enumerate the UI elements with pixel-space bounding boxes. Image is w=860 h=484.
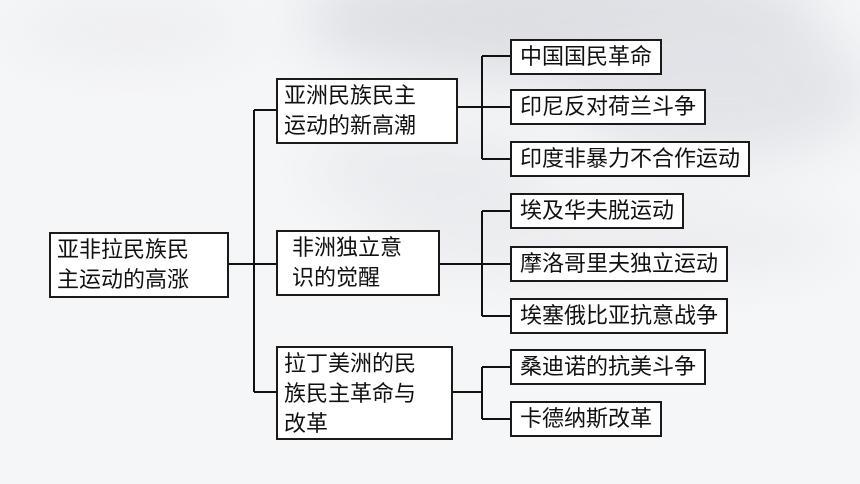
branch-node-latin-america: 拉丁美洲的民 族民主革命与 改革 <box>276 346 453 440</box>
branch-node-asia: 亚洲民族民主 运动的新高潮 <box>276 78 458 144</box>
branch-asia-line-1: 亚洲民族民主 <box>284 84 417 109</box>
branch-africa-line-2: 识的觉醒 <box>292 266 381 291</box>
branch-node-africa: 非洲独立意 识的觉醒 <box>276 230 440 296</box>
branch-asia-line-2: 运动的新高潮 <box>284 114 417 139</box>
branch-latam-line-3: 改革 <box>284 412 329 437</box>
leaf-node: 印尼反对荷兰斗争 <box>510 89 707 125</box>
root-line-1: 亚非拉民族民 <box>57 238 190 263</box>
root-node: 亚非拉民族民 主运动的高涨 <box>49 232 229 298</box>
leaf-node: 印度非暴力不合作运动 <box>510 141 751 177</box>
branch-latam-line-2: 族民主革命与 <box>284 382 417 407</box>
leaf-node: 摩洛哥里夫独立运动 <box>510 246 729 282</box>
leaf-node: 埃塞俄比亚抗意战争 <box>510 298 729 334</box>
leaf-node: 中国国民革命 <box>510 39 663 75</box>
branch-latam-line-1: 拉丁美洲的民 <box>284 352 417 377</box>
leaf-node: 桑迪诺的抗美斗争 <box>510 349 707 385</box>
branch-africa-line-1: 非洲独立意 <box>292 236 403 261</box>
leaf-node: 埃及华夫脱运动 <box>510 193 685 229</box>
leaf-node: 卡德纳斯改革 <box>510 401 663 437</box>
root-line-2: 主运动的高涨 <box>57 268 190 293</box>
